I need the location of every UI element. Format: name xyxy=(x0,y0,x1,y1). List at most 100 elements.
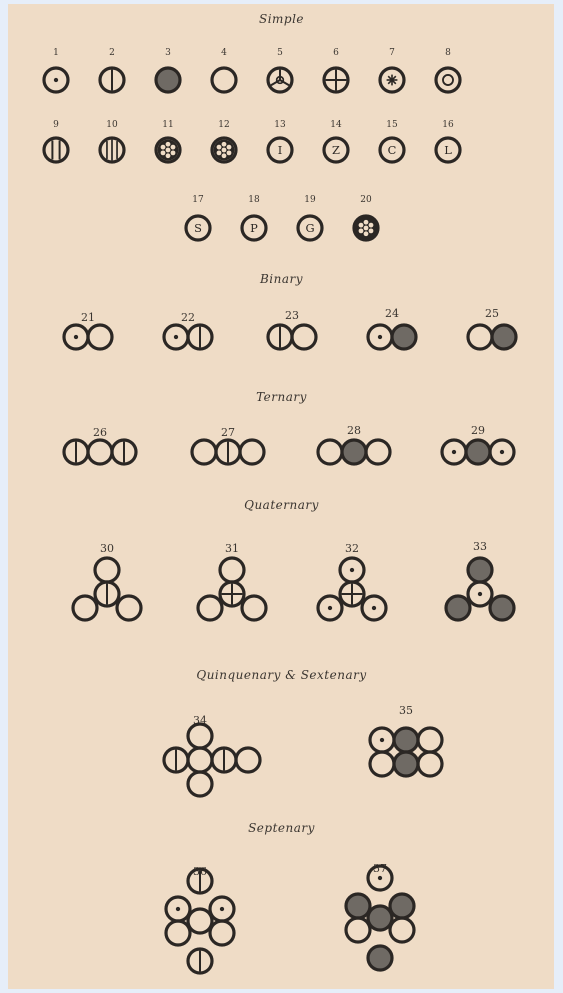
symbol-7 xyxy=(380,68,404,92)
atom-ring xyxy=(210,921,234,945)
atom-ring xyxy=(240,440,264,464)
symbol-18: P xyxy=(242,216,266,240)
atom-ring xyxy=(117,596,141,620)
atom-dot xyxy=(372,606,376,610)
atom-ring xyxy=(198,596,222,620)
symbol-6 xyxy=(324,68,348,92)
svg-text:G: G xyxy=(305,221,314,235)
symbol-14: Z xyxy=(324,138,348,162)
atom-dot xyxy=(452,450,456,454)
atom-ring xyxy=(188,748,212,772)
symbol-35 xyxy=(370,728,442,776)
atom-ring xyxy=(292,325,316,349)
atom-dot xyxy=(478,592,482,596)
atom-ring xyxy=(188,724,212,748)
atom-dot xyxy=(378,876,382,880)
atom-ring xyxy=(188,909,212,933)
atom-ring xyxy=(490,596,514,620)
atom-ring xyxy=(468,558,492,582)
atom-ring xyxy=(346,918,370,942)
atom-ring xyxy=(342,440,366,464)
symbol-17: S xyxy=(186,216,210,240)
atom-ring xyxy=(212,68,236,92)
symbol-10 xyxy=(100,138,124,162)
atom-ring xyxy=(192,440,216,464)
atom-ring xyxy=(418,728,442,752)
symbol-15: C xyxy=(380,138,404,162)
atom-ring xyxy=(236,748,260,772)
atom-ring xyxy=(368,946,392,970)
atom-ring xyxy=(368,906,392,930)
svg-text:L: L xyxy=(444,143,452,157)
symbol-16: L xyxy=(436,138,460,162)
symbol-34 xyxy=(164,724,260,796)
symbol-36 xyxy=(166,869,234,973)
symbol-32 xyxy=(318,558,386,620)
atom-ring xyxy=(88,440,112,464)
atom-ring xyxy=(366,440,390,464)
atom-dot xyxy=(220,907,224,911)
atom-dot xyxy=(176,907,180,911)
svg-text:P: P xyxy=(250,221,258,235)
symbol-28 xyxy=(318,440,390,464)
atom-dot xyxy=(350,568,354,572)
symbol-11 xyxy=(156,138,180,162)
atom-ring xyxy=(346,894,370,918)
atom-ring xyxy=(436,68,460,92)
atom-dot xyxy=(74,335,78,339)
symbol-27 xyxy=(192,440,264,464)
symbol-31 xyxy=(198,558,266,620)
symbol-2 xyxy=(100,68,124,92)
atom-dot xyxy=(380,738,384,742)
atom-ring xyxy=(188,772,212,796)
atom-ring xyxy=(318,440,342,464)
svg-text:I: I xyxy=(278,143,283,157)
atom-ring xyxy=(88,325,112,349)
symbol-23 xyxy=(268,325,316,349)
atom-ring xyxy=(468,325,492,349)
atom-ring xyxy=(95,558,119,582)
symbol-20 xyxy=(354,216,378,240)
symbol-24 xyxy=(368,325,416,349)
symbol-12 xyxy=(212,138,236,162)
atom-ring xyxy=(73,596,97,620)
atom-ring xyxy=(390,918,414,942)
symbol-8 xyxy=(436,68,460,92)
svg-text:Z: Z xyxy=(332,143,340,157)
svg-text:C: C xyxy=(388,143,397,157)
atom-dot xyxy=(328,606,332,610)
symbol-13: I xyxy=(268,138,292,162)
symbol-29 xyxy=(442,440,514,464)
symbol-26 xyxy=(64,440,136,464)
atom-ring xyxy=(492,325,516,349)
atom-ring xyxy=(370,752,394,776)
symbol-1 xyxy=(44,68,68,92)
symbol-3 xyxy=(156,68,180,92)
atom-ring xyxy=(390,894,414,918)
atom-ring xyxy=(242,596,266,620)
atom-ring xyxy=(466,440,490,464)
atom-ring xyxy=(418,752,442,776)
atom-ring xyxy=(394,728,418,752)
svg-text:S: S xyxy=(194,221,202,235)
symbol-25 xyxy=(468,325,516,349)
atom-ring xyxy=(166,921,190,945)
atom-ring xyxy=(446,596,470,620)
atom-ring xyxy=(394,752,418,776)
atom-ring xyxy=(156,68,180,92)
symbol-33 xyxy=(446,558,514,620)
symbol-4 xyxy=(212,68,236,92)
symbol-5 xyxy=(268,68,292,92)
symbol-30 xyxy=(73,558,141,620)
atom-ring xyxy=(44,138,68,162)
atom-dot xyxy=(378,335,382,339)
symbol-19: G xyxy=(298,216,322,240)
symbol-21 xyxy=(64,325,112,349)
atom-ring xyxy=(220,558,244,582)
symbol-9 xyxy=(44,138,68,162)
atom-dot xyxy=(500,450,504,454)
symbol-22 xyxy=(164,325,212,349)
atom-dot xyxy=(174,335,178,339)
atom-ring xyxy=(392,325,416,349)
symbol-37 xyxy=(346,866,414,970)
